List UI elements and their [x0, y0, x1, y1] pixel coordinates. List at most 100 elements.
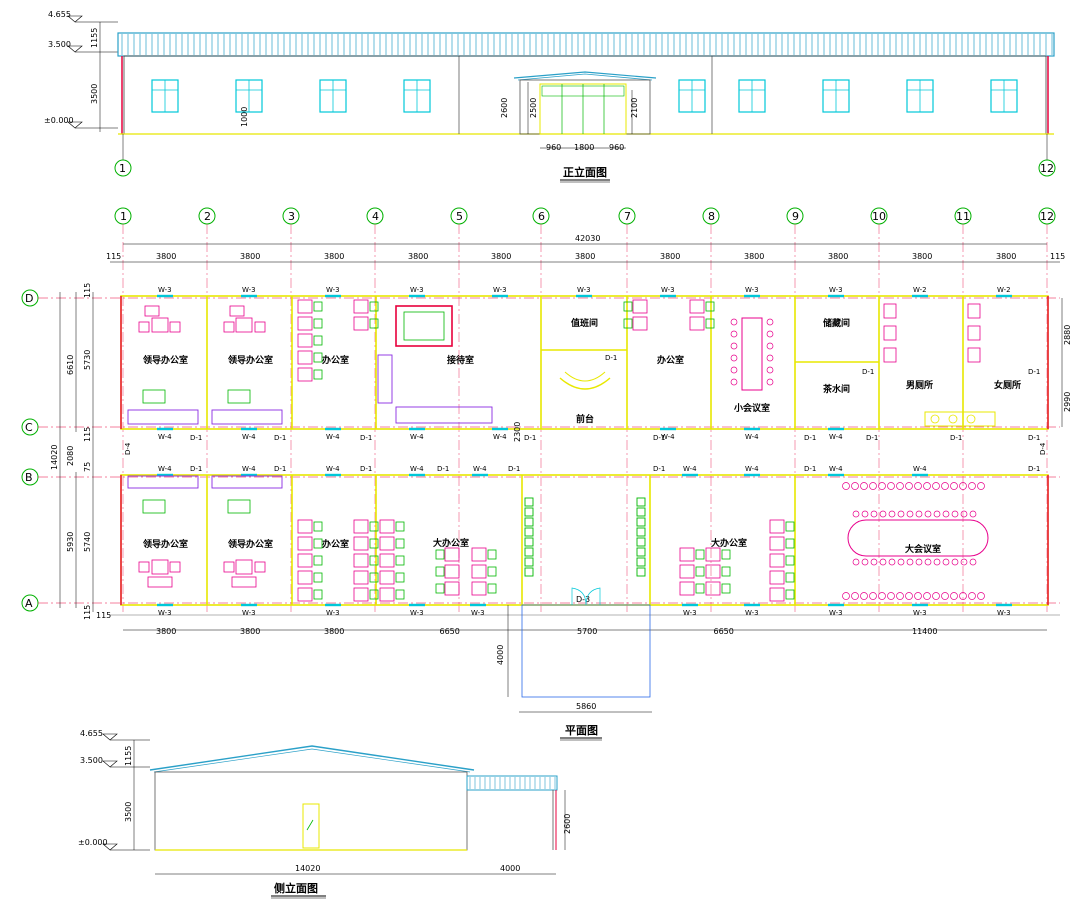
axis-label: 3 [288, 210, 295, 223]
room-mens-wc: 男厕所 [906, 379, 933, 391]
meeting-table-big [847, 519, 989, 557]
front-dim-wall: 3500 [90, 84, 99, 104]
top-dim-label: 3800 [408, 252, 428, 261]
top-dim-label: 3800 [996, 252, 1016, 261]
front-window [822, 79, 850, 113]
axis-label: 9 [792, 210, 799, 223]
top-dim-label: 3800 [744, 252, 764, 261]
row-axis-a: A [25, 597, 33, 610]
front-desk-inner [564, 371, 606, 382]
front-dim-porch: 2600 [500, 98, 509, 118]
room-small-meeting: 小会议室 [733, 402, 770, 414]
top-dim-label: 3800 [240, 252, 260, 261]
axis-label: 11 [956, 210, 970, 223]
window-tag: W-4 [683, 465, 697, 473]
window-tag: W-4 [473, 465, 487, 473]
room-big-office-1: 大办公室 [433, 537, 469, 549]
furniture [127, 299, 996, 602]
window-tag: W-3 [410, 609, 424, 617]
room-office-2: 办公室 [657, 354, 684, 366]
room-duty: 值班间 [571, 317, 598, 329]
side-dim-roof: 1155 [124, 746, 133, 766]
top-dim-label: 3800 [491, 252, 511, 261]
front-window [235, 79, 263, 113]
plan-overall-width: 42030 [575, 234, 600, 243]
row-axes: D C B A [21, 289, 1060, 612]
window-tag: W-4 [493, 433, 507, 441]
window-tag: W-2 [913, 286, 927, 294]
window-tag: W-4 [242, 433, 256, 441]
front-window-sill-dim: 1000 [240, 107, 249, 127]
front-windows [151, 79, 1018, 113]
door-tag: D-4 [1039, 442, 1047, 455]
porch-depth: 4000 [496, 645, 505, 665]
window-tag: W-3 [829, 609, 843, 617]
door-tag: D-1 [605, 354, 617, 362]
window-tag: W-3 [683, 609, 697, 617]
front-level-ground: ±0.000 [44, 116, 74, 125]
plant-icon [142, 499, 166, 514]
axis-label: 7 [624, 210, 631, 223]
front-roof-ribs [121, 34, 1053, 55]
door-tag: D-1 [866, 434, 878, 442]
side-canopy [466, 775, 558, 791]
room-big-meeting: 大会议室 [905, 543, 941, 555]
room-womens-wc: 女厕所 [994, 379, 1021, 391]
leader-chairs-top-1-icon [138, 305, 181, 333]
window-tag: W-4 [745, 433, 759, 441]
axis-label: 4 [372, 210, 379, 223]
window-tag: W-4 [158, 465, 172, 473]
entrance-door-icon [571, 587, 601, 606]
side-door [302, 803, 320, 849]
window-tag: W-3 [997, 609, 1011, 617]
plan-internal-dim: 2300 [513, 422, 522, 442]
side-width-canopy: 4000 [500, 864, 520, 873]
axis-label: 12 [1040, 210, 1054, 223]
plan-left-dim-1: 115 [83, 283, 92, 298]
door-tag: D-1 [653, 465, 665, 473]
front-entrance-dim-3: 960 [609, 143, 624, 152]
room-big-office-2: 大办公室 [711, 537, 747, 549]
door-tag: D-1 [1028, 434, 1040, 442]
plan-wall-ends [120, 296, 1049, 605]
front-elevation-title: 正立面图 [563, 165, 607, 179]
front-dim-door: 2100 [630, 98, 639, 118]
front-level-top: 4.655 [48, 10, 71, 19]
plan-right-dim-2: 2990 [1063, 392, 1072, 412]
rug-icon [395, 305, 453, 347]
window-tag: W-3 [158, 609, 172, 617]
front-elevation: 4.655 3.500 ±0.000 1155 3500 [44, 10, 1056, 183]
plant-icon [227, 499, 251, 514]
front-levels: 4.655 3.500 ±0.000 1155 3500 [44, 10, 118, 132]
top-dim-label: 3800 [156, 252, 176, 261]
window-tag: W-4 [661, 433, 675, 441]
toilet-fixtures [883, 303, 981, 424]
door-tag: D-1 [360, 465, 372, 473]
front-desk-counter [559, 377, 611, 390]
bottom-dim-label: 3800 [240, 627, 260, 636]
room-office-1: 办公室 [322, 354, 349, 366]
leader-chairs-top-2-icon [223, 305, 266, 333]
plan-left-total: 14020 [50, 445, 59, 470]
door-tag: D-1 [524, 434, 536, 442]
front-entrance-dim-2: 1800 [574, 143, 594, 152]
front-roof [117, 32, 1055, 57]
front-entrance-dim-1: 960 [546, 143, 561, 152]
room-front-desk: 前台 [576, 413, 594, 425]
plant-icon [227, 389, 251, 404]
porch: 4000 5860 D-3 [496, 587, 652, 713]
plan-right-dims: 2880 2990 [1061, 298, 1072, 427]
room-tea: 茶水间 [822, 383, 850, 395]
window-tag: W-3 [493, 286, 507, 294]
door-tag: D-1 [360, 434, 372, 442]
door-tag: D-1 [274, 434, 286, 442]
door-tag: D-1 [950, 434, 962, 442]
door-tag: D-1 [653, 434, 665, 442]
axis-label: 10 [872, 210, 886, 223]
top-dim-label: 3800 [660, 252, 680, 261]
door-tag: D-1 [274, 465, 286, 473]
